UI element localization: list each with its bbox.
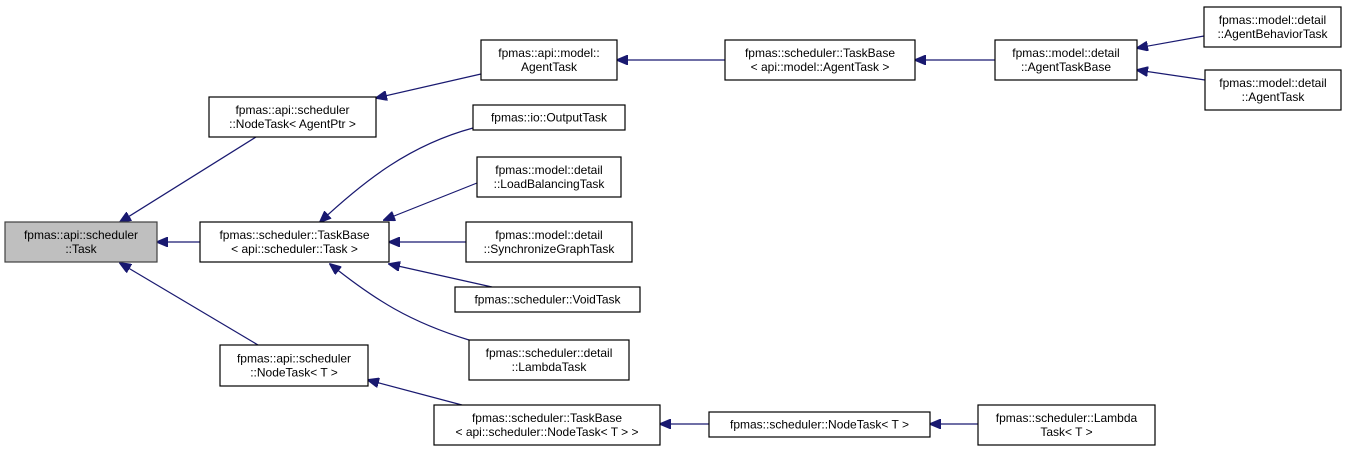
class-node-label: Task< T >	[1040, 425, 1092, 439]
class-node-label: fpmas::io::OutputTask	[491, 111, 608, 125]
class-node-nodetask-t[interactable]: fpmas::scheduler::NodeTask< T >	[708, 411, 931, 438]
class-node-box	[708, 411, 931, 438]
class-node-label: fpmas::scheduler::TaskBase	[219, 228, 369, 242]
inheritance-edge-lambdatask-detail-to-taskbase-task	[330, 264, 470, 341]
inheritance-edge-agentbehaviortask-to-agenttaskbase	[1137, 35, 1205, 48]
class-node-taskbase-agenttask[interactable]: fpmas::scheduler::TaskBase< api::model::…	[724, 39, 916, 81]
class-node-loadbalancingtask[interactable]: fpmas::model::detail::LoadBalancingTask	[476, 156, 622, 198]
class-node-label: fpmas::api::scheduler	[235, 103, 349, 117]
class-node-label: fpmas::api::model::	[498, 46, 599, 60]
class-node-lambdatask-t[interactable]: fpmas::scheduler::LambdaTask< T >	[977, 404, 1156, 446]
class-node-box	[1203, 6, 1342, 48]
class-node-label: ::LambdaTask	[512, 360, 588, 374]
inheritance-edge-nodetask-agentptr-to-task	[120, 136, 257, 222]
class-node-label: < api::scheduler::NodeTask< T > >	[455, 425, 638, 439]
class-node-agentbehaviortask[interactable]: fpmas::model::detail::AgentBehaviorTask	[1203, 6, 1342, 48]
class-node-nodetask-agentptr[interactable]: fpmas::api::scheduler::NodeTask< AgentPt…	[208, 96, 377, 138]
class-node-label: ::SynchronizeGraphTask	[484, 242, 616, 256]
class-node-box	[480, 39, 618, 81]
class-node-agenttask-detail[interactable]: fpmas::model::detail::AgentTask	[1204, 69, 1342, 111]
class-node-label: fpmas::scheduler::Lambda	[996, 411, 1138, 425]
class-node-box	[977, 404, 1156, 446]
class-node-box	[4, 221, 158, 263]
class-node-label: ::LoadBalancingTask	[494, 177, 606, 191]
class-node-label: AgentTask	[521, 60, 578, 74]
class-node-label: ::AgentBehaviorTask	[1217, 27, 1328, 41]
class-node-label: fpmas::scheduler::VoidTask	[474, 293, 621, 307]
class-node-label: fpmas::scheduler::TaskBase	[472, 411, 622, 425]
inheritance-edge-loadbalancingtask-to-taskbase-task	[384, 182, 478, 220]
class-node-label: fpmas::model::detail	[495, 228, 602, 242]
class-node-lambdatask-detail[interactable]: fpmas::scheduler::detail::LambdaTask	[468, 339, 630, 381]
inheritance-edge-voidtask-to-taskbase-task	[389, 264, 493, 288]
class-node-label: < api::model::AgentTask >	[751, 60, 890, 74]
class-node-box	[219, 344, 369, 387]
class-node-label: fpmas::model::detail	[1219, 76, 1326, 90]
class-node-box	[472, 104, 626, 131]
class-node-box	[465, 221, 633, 263]
class-node-label: fpmas::api::scheduler	[237, 352, 351, 366]
class-node-box	[468, 339, 630, 381]
class-node-label: < api::scheduler::Task >	[231, 242, 358, 256]
class-node-box	[724, 39, 916, 81]
class-node-voidtask[interactable]: fpmas::scheduler::VoidTask	[454, 286, 641, 313]
class-node-box	[1204, 69, 1342, 111]
class-node-label: ::NodeTask< AgentPtr >	[229, 117, 356, 131]
class-node-outputtask[interactable]: fpmas::io::OutputTask	[472, 104, 626, 131]
class-node-agenttaskbase[interactable]: fpmas::model::detail::AgentTaskBase	[994, 39, 1138, 81]
class-node-label: ::AgentTaskBase	[1021, 60, 1111, 74]
class-node-label: fpmas::scheduler::NodeTask< T >	[730, 418, 909, 432]
inheritance-edge-outputtask-to-taskbase-task	[320, 127, 474, 222]
class-node-label: fpmas::model::detail	[1012, 46, 1119, 60]
class-node-taskbase-task[interactable]: fpmas::scheduler::TaskBase< api::schedul…	[199, 221, 390, 263]
class-node-box	[994, 39, 1138, 81]
class-node-taskbase-nodetask[interactable]: fpmas::scheduler::TaskBase< api::schedul…	[433, 404, 661, 446]
class-node-label: fpmas::api::scheduler	[24, 228, 138, 242]
class-node-synchronizegraphtask[interactable]: fpmas::model::detail::SynchronizeGraphTa…	[465, 221, 633, 263]
class-node-box	[199, 221, 390, 263]
class-node-box	[433, 404, 661, 446]
class-node-label: ::NodeTask< T >	[250, 366, 338, 380]
class-node-agenttask-api[interactable]: fpmas::api::model::AgentTask	[480, 39, 618, 81]
inheritance-edge-agenttask-detail-to-agenttaskbase	[1137, 70, 1206, 81]
class-node-label: fpmas::model::detail	[1219, 13, 1326, 27]
class-node-label: ::AgentTask	[1242, 90, 1306, 104]
class-node-task: fpmas::api::scheduler::Task	[4, 221, 158, 263]
inheritance-edge-agenttask-api-to-nodetask-agentptr	[376, 73, 482, 98]
class-node-label: fpmas::model::detail	[495, 163, 602, 177]
class-node-nodetask-t-api[interactable]: fpmas::api::scheduler::NodeTask< T >	[219, 344, 369, 387]
class-node-label: fpmas::scheduler::TaskBase	[745, 46, 895, 60]
class-node-box	[476, 156, 622, 198]
class-node-label: ::Task	[65, 242, 97, 256]
class-node-label: fpmas::scheduler::detail	[486, 346, 613, 360]
inheritance-edge-nodetask-t-api-to-task	[120, 263, 259, 346]
class-node-box	[454, 286, 641, 313]
inheritance-edge-taskbase-nodetask-to-nodetask-t-api	[368, 380, 463, 406]
class-node-box	[208, 96, 377, 138]
